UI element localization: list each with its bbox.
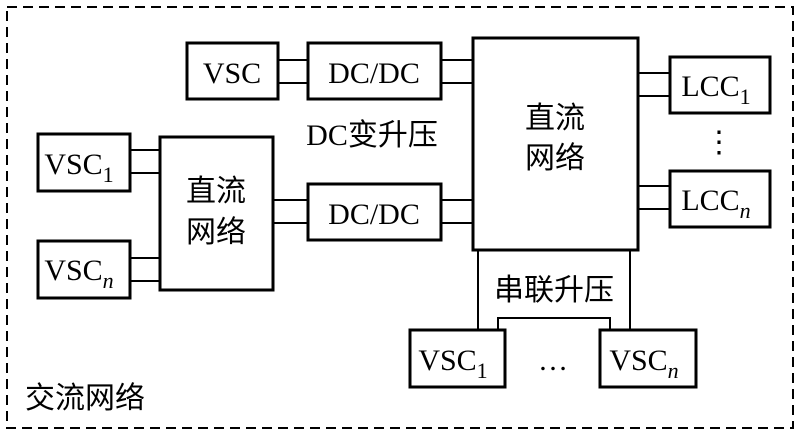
vsc-left-n-box: VSCn	[36, 239, 132, 300]
lcc-1-box: LCC1	[668, 55, 772, 115]
vsc-left-n-main: VSC	[44, 254, 102, 287]
vsc-bottom-1-box: VSC1	[408, 328, 507, 389]
dc-network-right-line2: 网络	[525, 142, 585, 175]
vsc-left-1-box: VSC1	[36, 132, 132, 193]
connection-wires	[130, 59, 670, 330]
vsc-top-box: VSC	[185, 41, 280, 101]
dc-boost-label: DC变升压	[306, 119, 438, 152]
series-boost-label: 串联升压	[494, 274, 614, 307]
vsc-bottom-1-main: VSC	[418, 344, 476, 377]
dc-network-left-line1: 直流	[186, 175, 246, 208]
lcc-1-sub: 1	[740, 84, 751, 109]
dc-network-right-line1: 直流	[525, 102, 585, 135]
lcc-vertical-ellipsis: ⋮	[704, 126, 734, 159]
dc-network-right-box: 直流 网络	[471, 36, 640, 252]
ac-network-label: 交流网络	[25, 382, 145, 415]
vsc-top-label: VSC	[203, 57, 261, 90]
lcc-n-label: LCCn	[681, 184, 750, 223]
dc-network-left-line2: 网络	[186, 216, 246, 249]
lcc-n-sub: n	[740, 198, 751, 223]
dcdc-top-box: DC/DC	[306, 41, 443, 101]
vsc-left-1-label: VSC1	[44, 148, 113, 187]
dcdc-top-label: DC/DC	[328, 57, 420, 90]
vsc-left-n-label: VSCn	[44, 254, 113, 293]
ac-network-boundary	[6, 6, 794, 429]
vsc-bottom-n-box: VSCn	[598, 328, 698, 389]
lcc-1-main: LCC	[681, 70, 739, 103]
lcc-n-box: LCCn	[668, 169, 772, 229]
vsc-bottom-1-label: VSC1	[418, 344, 487, 383]
lcc-n-main: LCC	[681, 184, 739, 217]
lcc-1-label: LCC1	[681, 70, 750, 109]
vsc-left-1-sub: 1	[103, 162, 114, 187]
vsc-bottom-n-label: VSCn	[609, 344, 678, 383]
vsc-left-1-main: VSC	[44, 148, 102, 181]
vsc-horizontal-ellipsis: …	[538, 344, 568, 377]
vsc-bottom-1-sub: 1	[477, 358, 488, 383]
vsc-bottom-n-main: VSC	[609, 344, 667, 377]
dcdc-mid-box: DC/DC	[306, 182, 443, 242]
vsc-left-n-sub: n	[103, 268, 114, 293]
vsc-bottom-n-sub: n	[668, 358, 679, 383]
dcdc-mid-label: DC/DC	[328, 198, 420, 231]
dc-network-left-box: 直流 网络	[158, 135, 275, 292]
